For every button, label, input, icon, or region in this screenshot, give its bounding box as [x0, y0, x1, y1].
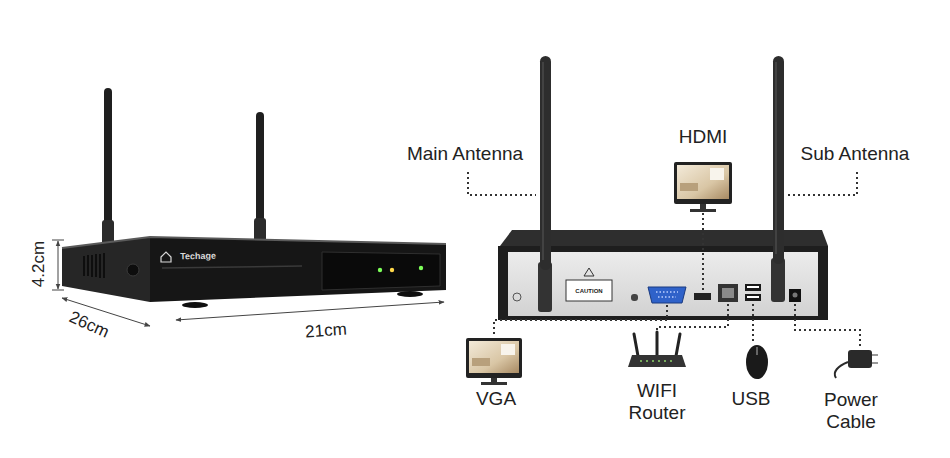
dimension-label: 4.2cm — [29, 241, 49, 287]
leader-line — [494, 305, 667, 336]
audio-out-port — [631, 294, 638, 301]
dimension-label: 26cm — [66, 307, 112, 342]
leader-line — [752, 304, 754, 343]
screen-window — [710, 168, 724, 180]
monitor-base — [481, 382, 507, 385]
router-leds — [640, 360, 674, 362]
nvr-front-view — [62, 88, 446, 308]
dimension-lines — [52, 240, 444, 326]
front-panel — [322, 252, 440, 290]
port-name: VGA — [476, 388, 516, 410]
leader-lines — [468, 172, 860, 348]
caution-sticker — [566, 280, 612, 301]
screen-window — [501, 344, 515, 355]
part-name: Sub Antenna — [801, 143, 910, 165]
power-adapter — [835, 350, 878, 378]
router-body — [628, 355, 686, 367]
ground-screw — [513, 293, 521, 301]
monitor-frame — [674, 162, 732, 204]
part-name: Main Antenna — [407, 143, 523, 165]
vga-pins — [656, 292, 678, 297]
usb-port — [745, 284, 761, 291]
warning-triangle — [584, 268, 594, 276]
power-jack — [789, 289, 801, 302]
status-led — [378, 268, 382, 272]
monitor-frame — [466, 338, 522, 378]
dimension-label: 21cm — [305, 320, 348, 343]
usb-port-inner — [747, 296, 759, 298]
height-dimension — [58, 241, 59, 289]
screen-sofa — [472, 358, 490, 366]
power-jack-pin — [793, 293, 798, 298]
mouse-wheel — [756, 347, 758, 355]
nvr-rear-view — [498, 56, 828, 320]
mouse-body — [746, 345, 768, 379]
lan-port — [718, 284, 738, 302]
device-name: WIFI Router — [622, 380, 692, 424]
logo-icon — [161, 252, 171, 262]
usb-mouse — [746, 345, 768, 379]
device-foot — [182, 302, 208, 308]
adapter-prongs — [872, 355, 878, 363]
sticker-text: CAUTION — [575, 288, 602, 295]
device-top-edge — [62, 237, 446, 248]
usb-port — [745, 294, 761, 301]
antenna-highlight — [542, 62, 544, 260]
antenna-base — [771, 258, 785, 302]
router-antennas — [634, 332, 680, 356]
vga-port — [648, 287, 686, 303]
sub-antenna — [773, 56, 784, 264]
port-name: HDMI — [679, 126, 728, 148]
status-led — [390, 268, 394, 272]
leader-line — [788, 172, 857, 195]
adapter-body — [848, 350, 872, 368]
wifi-router — [628, 332, 686, 367]
leader-line — [702, 213, 704, 291]
disk-slot — [162, 266, 302, 268]
width-dimension — [176, 302, 444, 320]
power-button — [127, 264, 139, 276]
status-led — [419, 266, 423, 270]
device-front — [150, 237, 446, 302]
back-panel — [508, 252, 818, 316]
monitor-screen — [469, 341, 519, 373]
vga-monitor — [466, 338, 522, 385]
usb-port-inner — [747, 286, 759, 288]
screen-sofa — [680, 183, 698, 191]
device-name: Power Cable — [816, 389, 886, 433]
adapter-cable — [835, 362, 848, 378]
leader-line — [657, 304, 728, 331]
dimension-tick — [52, 240, 64, 241]
leader-line — [468, 172, 536, 195]
lan-port-inner — [722, 288, 734, 298]
hdmi-port — [694, 293, 711, 300]
antenna-highlight — [775, 62, 777, 254]
brand-logo: Techage — [180, 251, 216, 262]
monitor-base — [690, 209, 716, 212]
dimension-tick — [52, 290, 64, 291]
device-foot — [397, 291, 423, 297]
vent-grill — [84, 253, 104, 278]
monitor-screen — [677, 165, 729, 199]
port-name: USB — [731, 388, 770, 410]
main-antenna — [540, 56, 551, 270]
hdmi-monitor — [674, 162, 732, 212]
leader-line — [795, 304, 860, 348]
